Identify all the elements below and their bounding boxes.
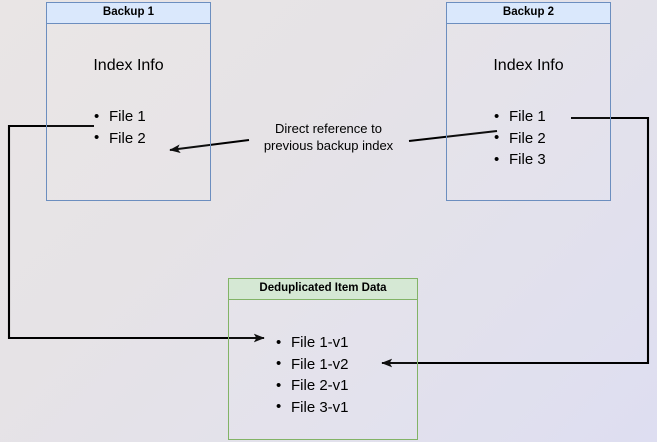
- list-item: File 2-v1: [276, 375, 349, 397]
- node-backup-2-body: Index Info File 1 File 2 File 3: [447, 24, 610, 200]
- node-backup-1-file-list: File 1 File 2: [94, 106, 146, 149]
- node-deduplicated-item-data[interactable]: Deduplicated Item Data File 1-v1 File 1-…: [228, 278, 418, 440]
- list-item: File 3-v1: [276, 396, 349, 419]
- node-backup-2-index-label: Index Info: [493, 57, 564, 74]
- list-item: File 2: [494, 127, 546, 150]
- edge-label-line-1: Direct reference to: [275, 121, 382, 136]
- list-item: File 2: [94, 127, 146, 150]
- list-item: File 1: [494, 106, 546, 128]
- node-deduplicated-item-data-body: File 1-v1 File 1-v2 File 2-v1 File 3-v1: [229, 300, 417, 439]
- node-backup-2[interactable]: Backup 2 Index Info File 1 File 2 File 3: [446, 2, 611, 201]
- node-backup-1-index-label: Index Info: [93, 57, 164, 74]
- node-backup-1[interactable]: Backup 1 Index Info File 1 File 2: [46, 2, 211, 201]
- node-deduplicated-file-list: File 1-v1 File 1-v2 File 2-v1 File 3-v1: [276, 332, 349, 418]
- list-item: File 1-v2: [276, 353, 349, 376]
- edge-label-direct-reference: Direct reference to previous backup inde…: [251, 121, 406, 154]
- list-item: File 1: [94, 106, 146, 128]
- node-deduplicated-item-data-header: Deduplicated Item Data: [229, 279, 417, 300]
- list-item: File 1-v1: [276, 332, 349, 354]
- node-backup-2-file-list: File 1 File 2 File 3: [494, 106, 546, 171]
- node-backup-2-header: Backup 2: [447, 3, 610, 24]
- node-backup-1-header: Backup 1: [47, 3, 210, 24]
- list-item: File 3: [494, 149, 546, 171]
- node-backup-1-body: Index Info File 1 File 2: [47, 24, 210, 200]
- edge-label-line-2: previous backup index: [263, 137, 394, 153]
